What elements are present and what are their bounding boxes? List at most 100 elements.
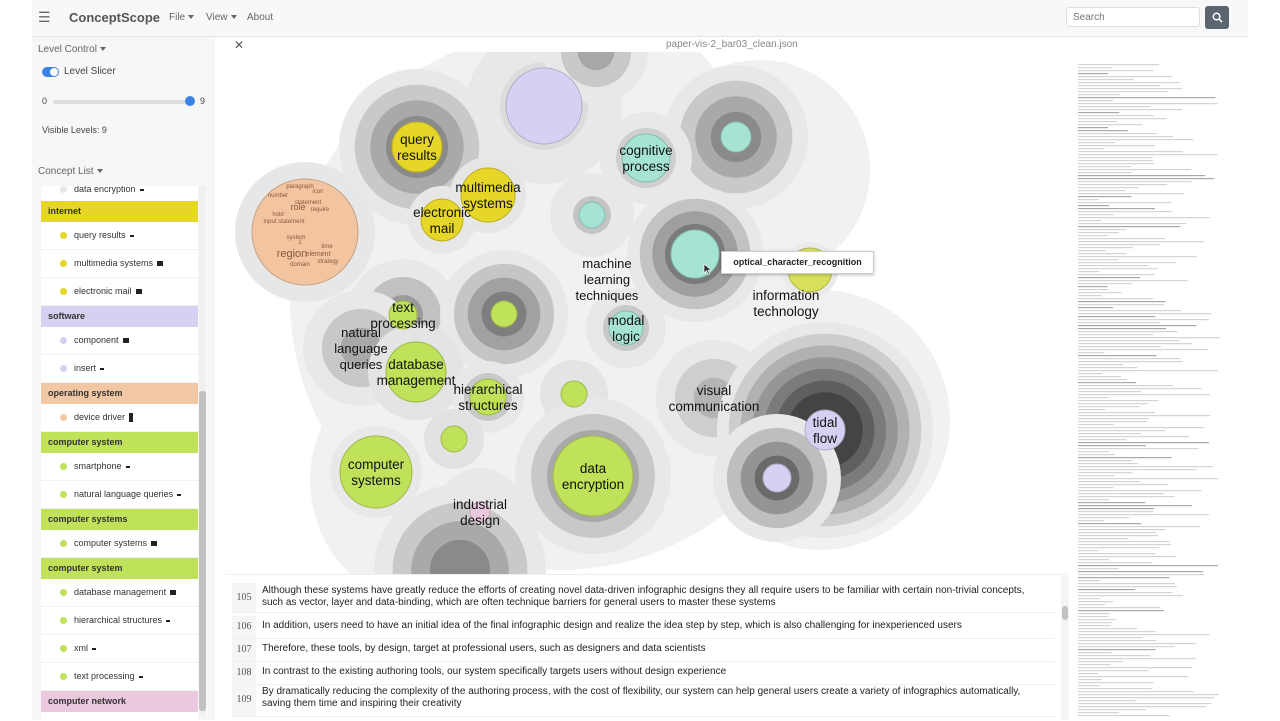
bubble-ocr[interactable] <box>670 229 720 279</box>
list-item[interactable]: database management <box>41 579 198 607</box>
concept-group-header[interactable]: operating system <box>41 383 198 404</box>
level-control-dropdown[interactable]: Level Control <box>38 44 106 55</box>
scrollbar-thumb[interactable] <box>199 391 206 711</box>
concept-group-header[interactable]: internet <box>41 201 198 222</box>
bubble-xml[interactable] <box>440 425 468 453</box>
bubble-modal-logic[interactable] <box>608 310 644 346</box>
list-item[interactable]: text processing <box>41 663 198 691</box>
list-item[interactable]: multimedia systems <box>41 250 198 278</box>
list-item[interactable]: natural language queries <box>41 481 198 509</box>
list-item[interactable]: query results <box>41 222 198 250</box>
concept-list-dropdown[interactable]: Concept List <box>38 166 103 177</box>
concept-group-header[interactable]: computer network <box>41 691 198 712</box>
bubble-sql[interactable] <box>578 201 606 229</box>
document-minimap[interactable] <box>1076 62 1236 720</box>
list-item[interactable]: component <box>41 327 198 355</box>
list-item[interactable]: insert <box>41 355 198 383</box>
bubble-grace[interactable] <box>762 463 792 493</box>
minimap-line <box>1078 676 1189 678</box>
bubble-svm[interactable] <box>720 121 752 153</box>
menu-view[interactable]: View <box>206 12 237 23</box>
list-item[interactable]: computer systems <box>41 530 198 558</box>
minimap-line <box>1078 103 1218 105</box>
concept-label: multimedia systems <box>74 258 154 268</box>
text-panel-scrollbar[interactable] <box>1061 576 1069 720</box>
search-input[interactable] <box>1066 7 1200 27</box>
bubble-smartphone[interactable] <box>490 300 518 328</box>
list-item[interactable]: device driver <box>41 404 198 432</box>
bubble-cryptography[interactable] <box>560 380 588 408</box>
minimap-line <box>1078 571 1204 573</box>
close-icon[interactable]: ✕ <box>234 38 245 52</box>
bubble-data-encryption[interactable] <box>552 435 634 517</box>
minimap-line <box>1078 640 1157 642</box>
minimap-line <box>1078 253 1127 255</box>
bubble-text-processing[interactable] <box>388 300 418 330</box>
concept-list-scrollbar[interactable] <box>199 186 206 716</box>
minimap-line <box>1078 550 1098 552</box>
bubble-hierarchical-structures[interactable] <box>469 378 507 416</box>
bubble-industrial-design[interactable] <box>469 501 491 523</box>
minimap-line <box>1078 361 1183 363</box>
bubble-device-driver[interactable] <box>251 178 359 286</box>
hamburger-menu-icon[interactable]: ☰ <box>38 9 51 25</box>
bubble-electronic-mail[interactable] <box>420 198 464 242</box>
list-item[interactable]: hierarchical structures <box>41 607 198 635</box>
minimap-line <box>1078 112 1120 114</box>
list-item[interactable]: data encryption <box>41 186 198 201</box>
bubble-computer-systems[interactable] <box>339 435 413 509</box>
list-item[interactable]: smartphone <box>41 453 198 481</box>
bubble-component[interactable] <box>505 67 583 145</box>
bubble-database-management[interactable] <box>385 341 447 403</box>
bubble-query-results[interactable] <box>391 121 443 173</box>
minimap-line <box>1078 64 1160 66</box>
app-brand[interactable]: ConceptScope <box>69 10 161 25</box>
level-range-slider-handle[interactable] <box>185 96 195 106</box>
concept-group-header[interactable]: computer system <box>41 558 198 579</box>
concept-group-header[interactable]: computer system <box>41 432 198 453</box>
concept-group-header[interactable]: computer systems <box>41 509 198 530</box>
level-range-slider[interactable] <box>53 100 190 104</box>
window-margin-left <box>0 0 32 720</box>
level-slicer-toggle[interactable] <box>42 67 59 77</box>
concept-group-header[interactable]: software <box>41 306 198 327</box>
menu-file[interactable]: File <box>169 12 195 23</box>
concept-color-dot <box>60 463 67 470</box>
minimap-line <box>1078 418 1149 420</box>
density-ring <box>429 539 491 574</box>
bubble-cognitive-process[interactable] <box>621 133 671 183</box>
minimap-line <box>1078 259 1119 261</box>
search-button[interactable] <box>1205 6 1229 29</box>
list-item[interactable]: xml <box>41 635 198 663</box>
list-item[interactable]: electronic mail <box>41 278 198 306</box>
minimap-line <box>1078 337 1220 339</box>
menu-about[interactable]: About <box>247 12 274 23</box>
bubble-multimedia-systems[interactable] <box>460 167 516 223</box>
scrollbar-thumb[interactable] <box>1062 606 1068 620</box>
bubble-tidal-flow[interactable] <box>804 409 846 451</box>
